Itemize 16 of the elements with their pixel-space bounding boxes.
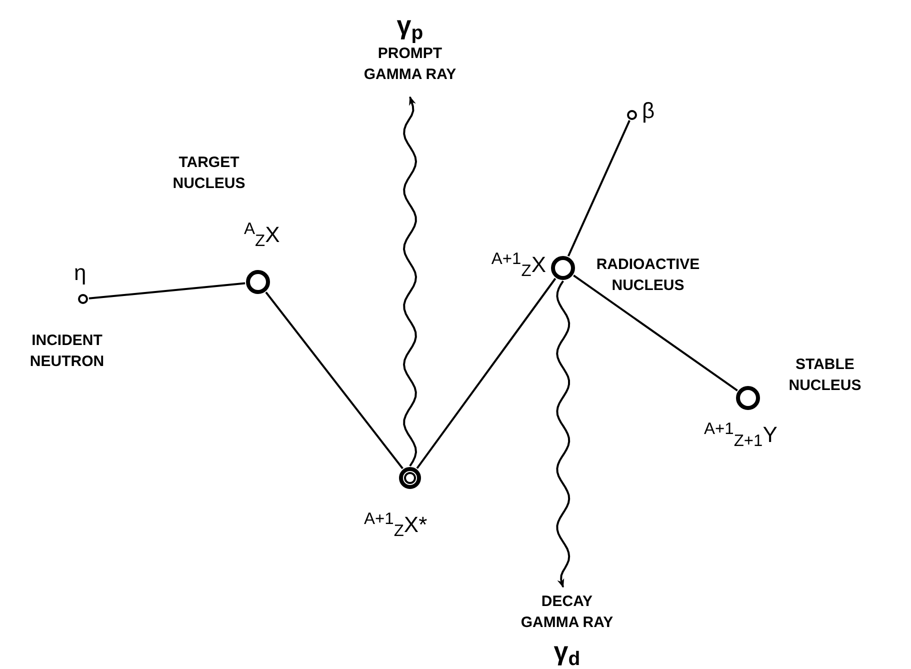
node-label: TARGET NUCLEUS	[172, 153, 246, 194]
wavy-arrow	[402, 96, 418, 467]
connector-line	[567, 120, 630, 257]
connector-line	[573, 274, 738, 392]
connector-line	[416, 278, 556, 469]
particle-symbol: η	[74, 260, 88, 286]
node-label: STABLE NUCLEUS	[788, 355, 862, 396]
connector-line	[88, 282, 246, 300]
connector-line	[265, 292, 404, 470]
gamma-symbol: γ$_{d}$	[554, 637, 580, 665]
wavy-arrow	[556, 280, 570, 588]
node-label: INCIDENT NEUTRON	[28, 331, 106, 372]
node-label: RADIOACTIVE NUCLEUS	[595, 255, 701, 296]
particle-symbol: β	[642, 98, 656, 124]
ray-name: PROMPT GAMMA RAY	[362, 44, 458, 85]
ray-name: DECAY GAMMA RAY	[520, 592, 614, 633]
